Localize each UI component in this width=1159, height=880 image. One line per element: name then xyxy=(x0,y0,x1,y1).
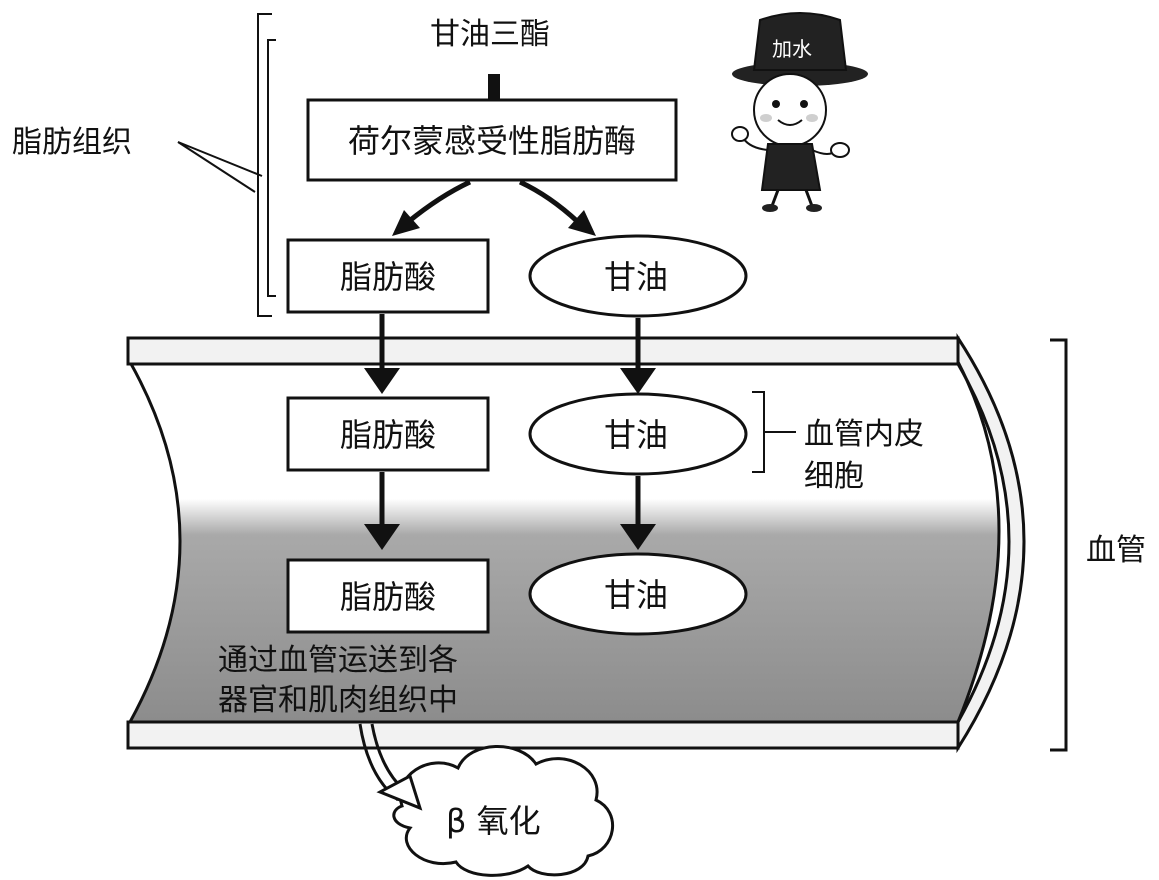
beta-oxidation-label: β 氧化 xyxy=(446,802,541,840)
glycerol-oval-bottom xyxy=(528,552,748,636)
arrow-glycerol-into-blood xyxy=(620,476,656,550)
fatty-acid-box-bottom xyxy=(286,558,490,634)
transport-label-line1: 通过血管运送到各 xyxy=(218,643,458,678)
mascot-hat-text: 加水 xyxy=(772,37,812,61)
mascot-icon: 加水 xyxy=(731,12,868,212)
glycerol-oval-mid xyxy=(528,392,748,476)
adipose-bracket xyxy=(177,13,276,317)
triglyceride-label: 甘油三酯 xyxy=(430,17,550,52)
lipase-box xyxy=(306,98,678,182)
vessel-left-wall xyxy=(128,361,182,723)
fatty-acid-label-top: 脂肪酸 xyxy=(340,258,436,296)
fatty-acid-box-mid xyxy=(286,396,490,472)
arrow-glycerol-into-vessel xyxy=(620,318,656,394)
arrow-fatty-acid-into-vessel xyxy=(364,314,400,394)
glycerol-label-bottom: 甘油 xyxy=(604,576,668,614)
triglyceride-connector xyxy=(488,74,500,102)
arrow-lipase-to-glycerol xyxy=(518,179,580,224)
beta-oxidation-cloud xyxy=(392,745,614,877)
glycerol-oval-top xyxy=(528,234,748,318)
glycerol-label-mid: 甘油 xyxy=(604,416,668,454)
endothelial-label-line1: 血管内皮 xyxy=(804,417,924,452)
blood-vessel-bracket xyxy=(1050,338,1068,752)
adipose-tissue-label: 脂肪组织 xyxy=(12,125,132,160)
endothelial-label-line2: 细胞 xyxy=(804,459,864,494)
fatty-acid-box-top xyxy=(286,238,490,314)
arrow-fatty-acid-into-blood xyxy=(364,472,400,550)
vessel-right-cap xyxy=(956,332,1026,754)
lipase-label: 荷尔蒙感受性脂肪酶 xyxy=(348,122,636,160)
transport-label-line2: 器官和肌肉组织中 xyxy=(218,683,458,718)
vessel-bottom-wall xyxy=(126,720,960,750)
fatty-acid-label-bottom: 脂肪酸 xyxy=(340,578,436,616)
vessel-top-wall xyxy=(126,336,960,366)
arrow-lipase-to-fatty-acid xyxy=(406,179,472,224)
glycerol-label-top: 甘油 xyxy=(604,258,668,296)
arrow-to-beta-oxidation xyxy=(358,723,423,811)
fatty-acid-label-mid: 脂肪酸 xyxy=(340,416,436,454)
blood-vessel-label: 血管 xyxy=(1086,533,1146,568)
